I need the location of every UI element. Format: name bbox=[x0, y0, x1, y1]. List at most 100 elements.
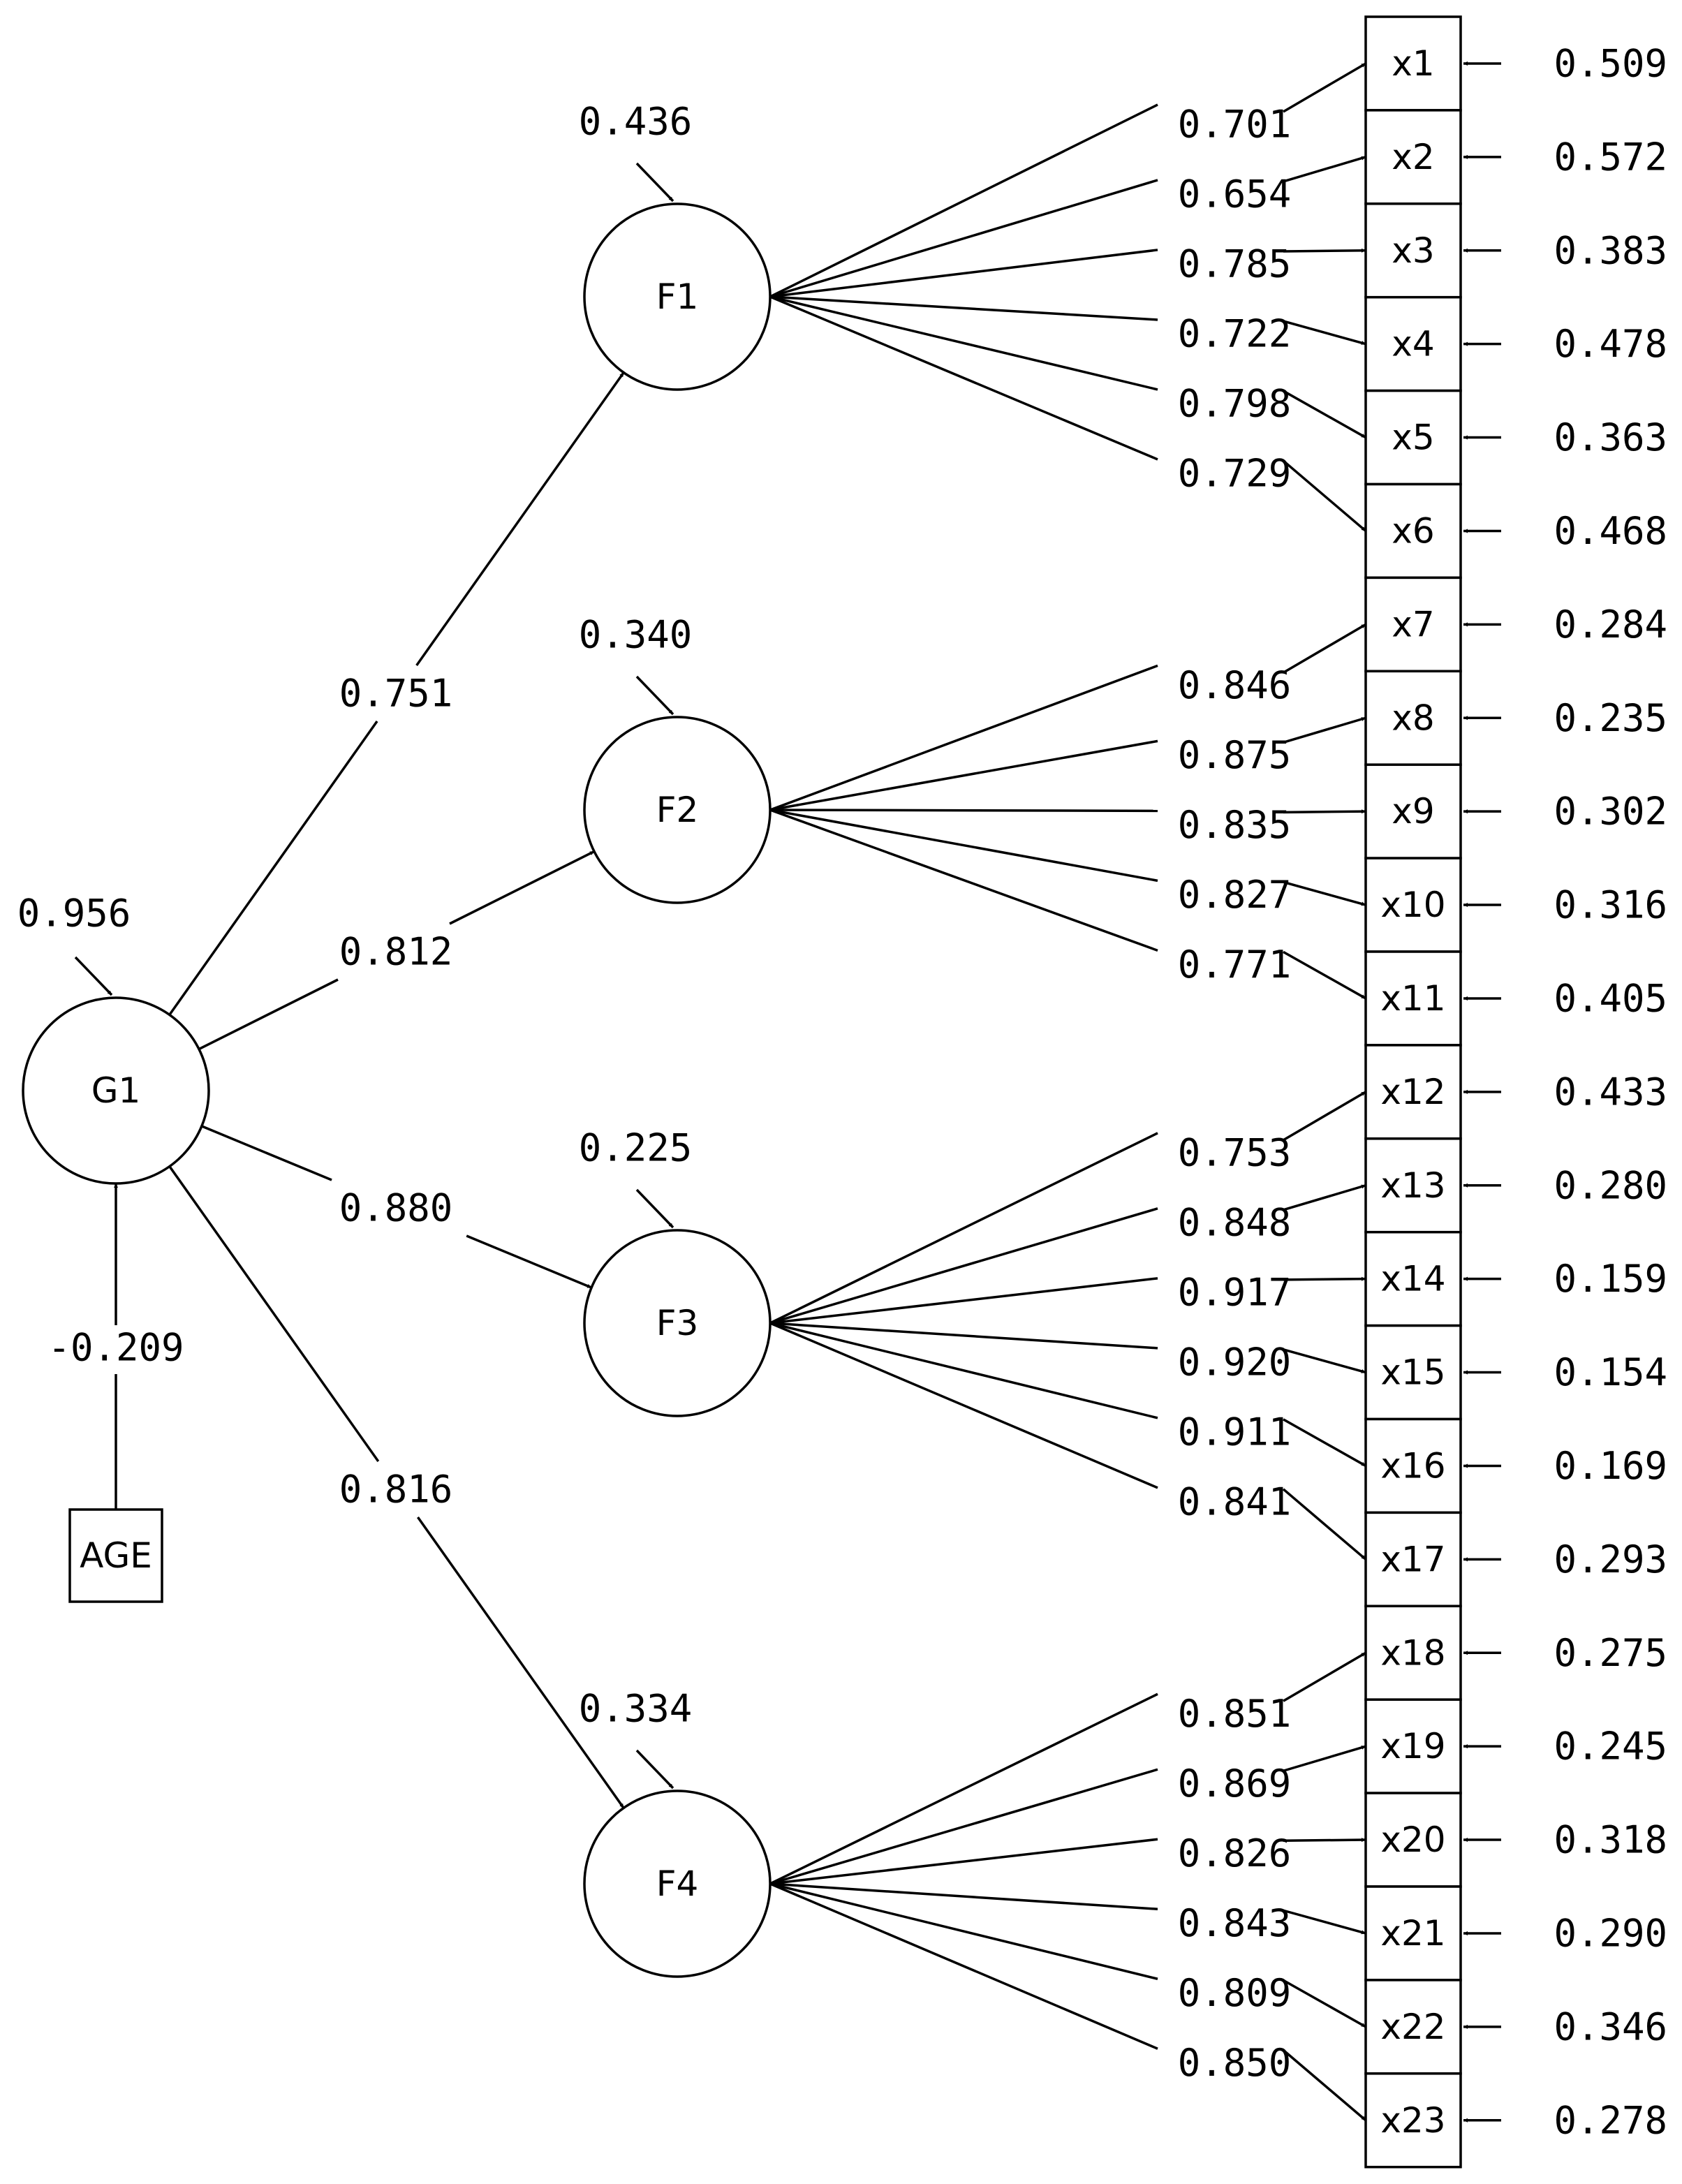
residual-label-x8: 0.235 bbox=[1554, 696, 1667, 740]
indicator-name-x2: x2 bbox=[1392, 137, 1434, 177]
loading-label-x6: 0.729 bbox=[1178, 451, 1292, 495]
loading-arrow-x22 bbox=[1283, 1979, 1366, 2028]
loading-line-x2 bbox=[769, 179, 1158, 298]
residual-label-x17: 0.293 bbox=[1554, 1537, 1667, 1581]
residual-F3-arrow bbox=[635, 1188, 674, 1229]
structural-arrow-F4 bbox=[417, 1516, 625, 1809]
factor-name-F2: F2 bbox=[656, 790, 699, 830]
indicator-box-x10 bbox=[1364, 857, 1462, 953]
loading-label-x22: 0.809 bbox=[1178, 1971, 1292, 2015]
structural-line-F4 bbox=[168, 1165, 380, 1463]
factor-circle-F3 bbox=[583, 1229, 772, 1417]
loading-line-x10 bbox=[769, 809, 1158, 883]
indicator-name-x23: x23 bbox=[1380, 2100, 1445, 2141]
indicator-name-x17: x17 bbox=[1380, 1539, 1445, 1579]
loading-arrow-x8 bbox=[1283, 716, 1366, 744]
structural-label-F2: 0.812 bbox=[339, 930, 453, 974]
indicator-box-x6 bbox=[1364, 482, 1462, 580]
loading-arrow-x6 bbox=[1282, 459, 1367, 532]
loading-label-x11: 0.771 bbox=[1178, 943, 1292, 987]
loading-line-x17 bbox=[769, 1322, 1158, 1489]
loading-label-x9: 0.835 bbox=[1178, 803, 1292, 847]
indicator-box-x16 bbox=[1364, 1417, 1462, 1514]
residual-F1-label: 0.436 bbox=[579, 100, 693, 144]
loading-arrow-x17 bbox=[1282, 1488, 1367, 1560]
loading-label-x8: 0.875 bbox=[1178, 733, 1292, 777]
edges-layer bbox=[74, 61, 1501, 2123]
loading-label-x21: 0.843 bbox=[1178, 1901, 1292, 1945]
loading-line-x13 bbox=[769, 1207, 1158, 1325]
factor-name-F4: F4 bbox=[656, 1864, 699, 1904]
residual-label-x15: 0.154 bbox=[1554, 1350, 1667, 1394]
residual-label-x11: 0.405 bbox=[1554, 976, 1667, 1020]
structural-line-F1 bbox=[168, 720, 378, 1016]
loading-line-x9 bbox=[769, 809, 1158, 813]
indicator-box-x23 bbox=[1364, 2072, 1462, 2169]
residual-label-x9: 0.302 bbox=[1554, 790, 1667, 834]
residual-label-x22: 0.346 bbox=[1554, 2005, 1667, 2049]
indicator-name-x20: x20 bbox=[1380, 1820, 1445, 1860]
loading-arrow-x13 bbox=[1283, 1184, 1366, 1211]
loading-arrow-x16 bbox=[1283, 1418, 1366, 1467]
indicator-name-x6: x6 bbox=[1392, 510, 1434, 551]
residual-G1-label: 0.956 bbox=[17, 892, 131, 936]
residual-label-x6: 0.468 bbox=[1554, 509, 1667, 553]
loading-line-x14 bbox=[769, 1277, 1158, 1325]
indicator-name-x11: x11 bbox=[1380, 978, 1445, 1019]
loading-label-x18: 0.851 bbox=[1178, 1692, 1292, 1736]
loading-line-x12 bbox=[769, 1132, 1158, 1325]
indicator-box-x21 bbox=[1364, 1885, 1462, 1982]
indicator-name-x7: x7 bbox=[1392, 604, 1434, 644]
structural-label-F1: 0.751 bbox=[339, 672, 453, 716]
residual-F1-arrow bbox=[635, 162, 674, 202]
indicator-name-x10: x10 bbox=[1380, 885, 1445, 925]
residual-F4-arrow bbox=[635, 1749, 674, 1790]
structural-arrow-F1 bbox=[415, 371, 625, 667]
loading-arrow-x18 bbox=[1283, 1651, 1366, 1702]
loading-line-x19 bbox=[769, 1768, 1158, 1885]
loading-line-x6 bbox=[769, 295, 1158, 461]
covariate-box-AGE bbox=[68, 1508, 163, 1603]
loading-label-x1: 0.701 bbox=[1178, 102, 1292, 146]
residual-F3-label: 0.225 bbox=[579, 1126, 693, 1170]
loading-label-x5: 0.798 bbox=[1178, 381, 1292, 425]
labels-layer: 0.7010.6540.7850.7220.7980.7290.8460.875… bbox=[17, 41, 1667, 2142]
structural-line-F2 bbox=[198, 978, 339, 1051]
indicator-name-x13: x13 bbox=[1380, 1165, 1445, 1206]
residual-label-x21: 0.290 bbox=[1554, 1911, 1667, 1955]
loading-line-x3 bbox=[769, 249, 1158, 298]
residual-label-x10: 0.316 bbox=[1554, 883, 1667, 927]
loading-arrow-x15 bbox=[1283, 1348, 1366, 1374]
indicator-name-x15: x15 bbox=[1380, 1352, 1445, 1393]
residual-label-x16: 0.169 bbox=[1554, 1444, 1667, 1488]
structural-label-F4: 0.816 bbox=[339, 1468, 453, 1512]
loading-arrow-x10 bbox=[1283, 880, 1366, 906]
indicator-box-x1 bbox=[1364, 15, 1462, 112]
structural-arrow-F3 bbox=[466, 1234, 592, 1289]
age-path-label: -0.209 bbox=[47, 1326, 184, 1370]
indicator-name-x3: x3 bbox=[1392, 230, 1434, 271]
indicator-box-x5 bbox=[1364, 389, 1462, 486]
indicator-box-x2 bbox=[1364, 109, 1462, 205]
loading-line-x15 bbox=[769, 1322, 1158, 1350]
loading-arrow-x5 bbox=[1283, 390, 1366, 439]
loading-label-x7: 0.846 bbox=[1178, 663, 1292, 707]
structural-arrow-F2 bbox=[449, 850, 595, 925]
loading-line-x18 bbox=[769, 1692, 1158, 1885]
loading-arrow-x14 bbox=[1283, 1276, 1366, 1281]
indicator-box-x19 bbox=[1364, 1698, 1462, 1794]
residual-label-x13: 0.280 bbox=[1554, 1163, 1667, 1207]
indicator-box-x14 bbox=[1364, 1230, 1462, 1327]
residual-label-x12: 0.433 bbox=[1554, 1070, 1667, 1114]
loading-label-x13: 0.848 bbox=[1178, 1200, 1292, 1244]
loading-arrow-x1 bbox=[1283, 62, 1366, 113]
loading-label-x14: 0.917 bbox=[1178, 1270, 1292, 1314]
loading-label-x16: 0.911 bbox=[1178, 1410, 1292, 1454]
loading-line-x20 bbox=[769, 1838, 1158, 1885]
residual-label-x3: 0.383 bbox=[1554, 228, 1667, 272]
covariate-name-AGE: AGE bbox=[80, 1535, 152, 1576]
residual-F2-arrow bbox=[635, 675, 674, 716]
loading-line-x16 bbox=[769, 1322, 1158, 1419]
indicator-name-x14: x14 bbox=[1380, 1259, 1445, 1299]
